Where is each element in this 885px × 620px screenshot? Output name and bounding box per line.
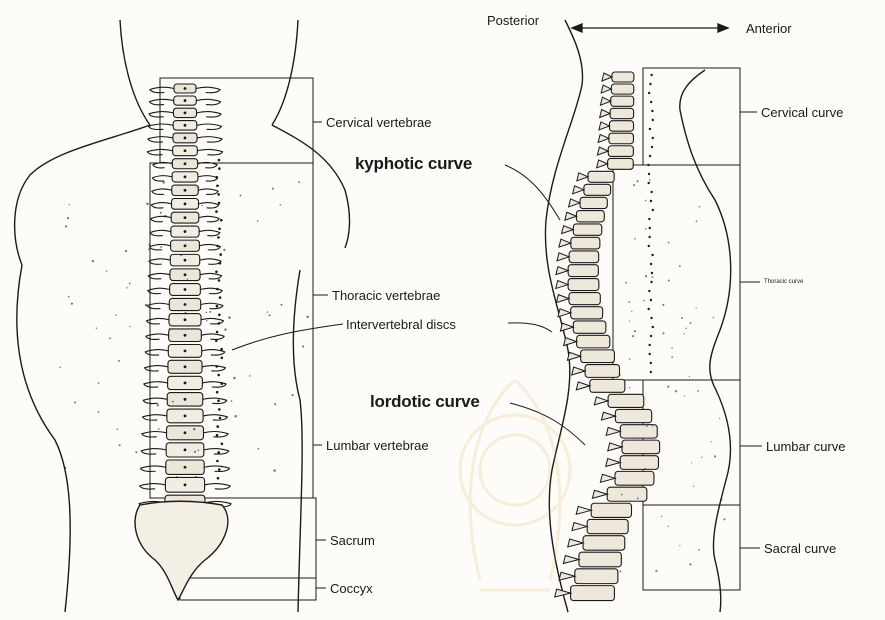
front-vertebra [148,269,221,281]
front-vertebra [142,426,228,440]
front-vertebra [145,360,226,373]
front-vertebra [150,226,220,237]
front-vertebra [147,298,223,310]
side-vertebra [569,197,608,208]
front-vertebra [144,376,226,389]
watermark-seal [460,380,570,590]
lumbar-curve-label: Lumbar curve [766,440,845,453]
side-vertebra [556,293,600,305]
front-vertebra [148,121,221,131]
side-vertebra [600,108,634,118]
side-vertebra [608,440,660,454]
front-vertebra [147,146,222,156]
front-vertebra [149,254,221,265]
front-vertebra [152,185,218,195]
side-vertebra [559,569,618,584]
side-vertebra [557,251,599,263]
front-vertebra [152,172,217,182]
side-vertebra [600,96,633,106]
front-vertebra [147,314,224,326]
front-vertebra [146,329,224,342]
side-vertebra [606,425,657,438]
front-vertebral-column [139,84,231,510]
side-vertebral-column [555,72,660,601]
side-vertebra [598,133,633,144]
front-vertebra [140,477,230,492]
side-vertebra [601,409,651,422]
anterior-label: Anterior [746,22,792,35]
side-vertebra [576,379,625,392]
side-vertebra [597,146,633,157]
side-vertebra [592,487,646,501]
side-vertebra [558,307,603,319]
front-vertebra [143,409,228,423]
intervertebral-discs-label: Intervertebral discs [346,318,456,331]
front-vertebra [140,460,229,474]
side-vertebra [602,72,634,82]
lumbar-vertebrae-label: Lumbar vertebrae [326,439,429,452]
side-vertebra [556,279,599,291]
side-vertebra [572,365,620,378]
side-vertebra [562,224,602,235]
side-front-outline [680,70,731,612]
side-vertebra [572,519,628,533]
thoracic-vertebrae-label: Thoracic vertebrae [332,289,440,302]
thoracic-curve-label: Thoracic curve [764,279,803,285]
side-vertebra [560,321,605,333]
front-sacrum [135,501,228,600]
front-vertebra [150,240,221,251]
side-vertebra [594,394,643,407]
front-vertebra [151,199,218,210]
front-vertebra [151,212,220,223]
orientation-arrow [572,24,728,32]
front-vertebra [145,344,224,357]
coccyx-label: Coccyx [330,582,373,595]
front-vertebra [153,159,217,169]
side-vertebra [606,456,659,470]
side-vertebra [577,171,614,182]
side-vertebra [559,237,600,249]
side-vertebra [600,471,654,485]
kyphotic-curve-label: kyphotic curve [355,155,472,172]
sacral-curve-label: Sacral curve [764,542,836,555]
side-vertebra [601,84,634,94]
sacrum-label: Sacrum [330,534,375,547]
front-vertebra [148,133,222,143]
side-vertebra [563,552,621,567]
front-leader-lines [232,122,343,588]
side-vertebra [556,265,598,277]
side-vertebra [576,503,631,517]
cervical-vertebrae-label: Cervical vertebrae [326,116,432,129]
side-vertebra [567,350,614,363]
side-vertebra [599,121,634,131]
side-vertebra [565,211,604,222]
posterior-label: Posterior [487,14,539,27]
front-vertebra [143,393,226,406]
lordotic-curve-label: lordotic curve [370,393,480,410]
side-vertebra [573,184,611,195]
front-vertebra [141,443,229,457]
side-vertebra [597,158,634,169]
side-vertebra [568,536,625,550]
cervical-curve-label: Cervical curve [761,106,843,119]
side-vertebra [564,335,610,348]
front-vertebra [148,284,222,296]
